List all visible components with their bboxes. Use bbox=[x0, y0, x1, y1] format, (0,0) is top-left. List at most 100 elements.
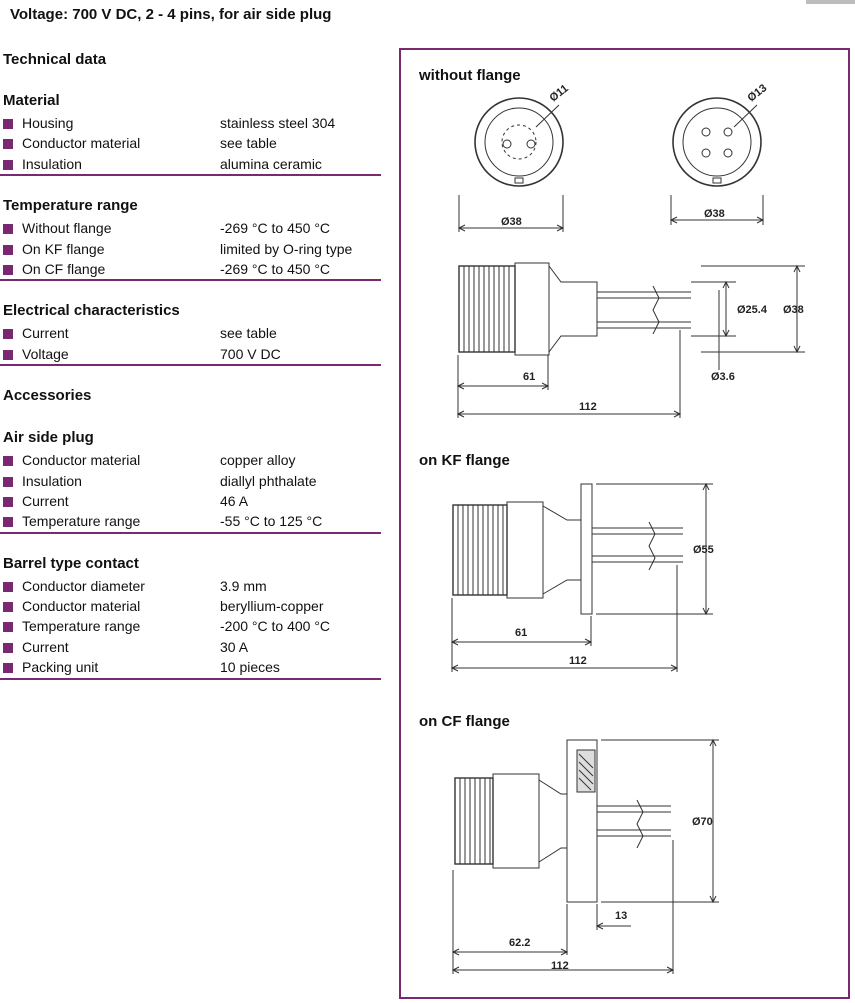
dim-d13: Ø13 bbox=[745, 82, 769, 104]
row-value: see table bbox=[220, 325, 277, 342]
table-row: Current see table bbox=[0, 323, 381, 343]
dim-d55: Ø55 bbox=[693, 544, 714, 556]
side-view-kf-flange bbox=[450, 482, 713, 672]
dim-d25-4: Ø25.4 bbox=[737, 304, 768, 316]
table-row: Temperature range -55 °C to 125 °C bbox=[0, 511, 381, 531]
row-label: Current bbox=[22, 325, 69, 342]
end-view-2-pin bbox=[457, 97, 565, 232]
section-material: Material Housing stainless steel 304 Cond… bbox=[0, 91, 381, 177]
bullet-icon bbox=[3, 456, 13, 467]
row-value: stainless steel 304 bbox=[220, 115, 336, 131]
bullet-icon bbox=[3, 663, 13, 674]
row-label: Current bbox=[22, 638, 69, 655]
row-label: Housing bbox=[22, 115, 74, 131]
row-label: Temperature range bbox=[22, 513, 141, 530]
heading-kf-flange: on KF flange bbox=[419, 452, 510, 469]
table-row: On CF flange-269 °C to 450 °C bbox=[0, 259, 381, 279]
bullet-icon bbox=[3, 622, 13, 633]
row-label: Voltage bbox=[22, 345, 69, 362]
table-row: Without flange -269 °C to 450 °C bbox=[0, 218, 381, 238]
table-row: Conductor diameter 3.9 mm bbox=[0, 576, 381, 596]
row-value: 46 A bbox=[220, 492, 249, 509]
table-row: Conductor material beryllium-copper bbox=[0, 596, 381, 616]
side-view-cf-flange bbox=[451, 738, 719, 974]
dim-cf-len-112: 112 bbox=[551, 960, 569, 972]
dim-d38-side: Ø38 bbox=[783, 304, 804, 316]
section-title: Air side plug bbox=[3, 429, 94, 447]
bullet-icon bbox=[3, 581, 13, 592]
row-label: Without flange bbox=[22, 220, 112, 237]
row-value: see table bbox=[220, 135, 277, 152]
row-label: Packing unit bbox=[22, 659, 99, 676]
table-row: Temperature range-200 °C to 400 °C bbox=[0, 616, 381, 636]
section-title: Accessories bbox=[3, 387, 92, 405]
table-row: Current 46 A bbox=[0, 491, 381, 511]
heading-without-flange: without flange bbox=[419, 67, 521, 84]
bullet-icon bbox=[3, 349, 13, 360]
bullet-icon bbox=[3, 517, 13, 528]
table-row: Housing stainless steel 304 bbox=[0, 113, 381, 133]
table-row: Packing unit 10 pieces bbox=[0, 657, 381, 677]
dim-len-112: 112 bbox=[579, 401, 597, 413]
technical-data-title: Technical data bbox=[3, 51, 107, 68]
row-value: -269 °C to 450 °C bbox=[220, 220, 331, 237]
row-value: 3.9 mm bbox=[220, 577, 267, 594]
row-value: diallyl phthalate bbox=[220, 472, 317, 489]
row-value: -55 °C to 125 °C bbox=[220, 513, 323, 530]
bullet-icon bbox=[3, 224, 13, 235]
corner-mark bbox=[806, 0, 855, 4]
dim-kf-len-112: 112 bbox=[569, 655, 587, 667]
row-label: Conductor material bbox=[22, 598, 141, 615]
section-temperature-range: Temperature range Without flange -269 °C … bbox=[0, 196, 381, 282]
row-label: Insulation bbox=[22, 155, 82, 172]
row-label: Conductor material bbox=[22, 452, 141, 469]
bullet-icon bbox=[3, 329, 13, 340]
section-accessories: Accessories bbox=[0, 386, 381, 406]
dim-cf-len-62-2: 62.2 bbox=[509, 937, 530, 949]
bullet-icon bbox=[3, 139, 13, 150]
section-barrel-type-contact: Barrel type contact Conductor diameter 3.… bbox=[0, 554, 381, 680]
bullet-icon bbox=[3, 244, 13, 255]
bullet-icon bbox=[3, 119, 13, 129]
bullet-icon bbox=[3, 642, 13, 653]
bullet-icon bbox=[3, 496, 13, 507]
dim-d38-end-2pin: Ø38 bbox=[501, 216, 522, 228]
row-value: limited by O-ring type bbox=[220, 240, 353, 257]
section-title: Material bbox=[3, 92, 60, 109]
dim-cf-len-13: 13 bbox=[615, 910, 627, 922]
bullet-icon bbox=[3, 264, 13, 275]
dim-len-61: 61 bbox=[523, 371, 535, 383]
dim-d11: Ø11 bbox=[547, 82, 570, 104]
row-value: beryllium-copper bbox=[220, 598, 324, 615]
row-label: Insulation bbox=[22, 472, 82, 489]
row-label: On CF flange bbox=[22, 260, 106, 277]
row-value: 10 pieces bbox=[220, 659, 280, 676]
bullet-icon bbox=[3, 476, 13, 487]
drawings-panel: without flange on KF flange on CF flange bbox=[399, 48, 850, 999]
section-title: Electrical characteristics bbox=[3, 302, 180, 320]
section-rows: Without flange -269 °C to 450 °C On KF fl… bbox=[0, 218, 381, 282]
section-title: Barrel type contact bbox=[3, 554, 139, 572]
end-view-4-pin bbox=[669, 97, 765, 225]
row-label: Conductor diameter bbox=[22, 577, 145, 594]
dim-d3-6: Ø3.6 bbox=[711, 371, 735, 383]
side-view-without-flange bbox=[456, 262, 805, 418]
bullet-icon bbox=[3, 602, 13, 613]
dim-d70: Ø70 bbox=[692, 816, 713, 828]
heading-cf-flange: on CF flange bbox=[419, 713, 510, 730]
section-rows: Housing stainless steel 304 Conductor mat… bbox=[0, 113, 381, 177]
row-label: Current bbox=[22, 492, 69, 509]
section-title: Temperature range bbox=[3, 197, 138, 215]
table-row: Conductor material see table bbox=[0, 133, 381, 153]
dim-d38-end-4pin: Ø38 bbox=[704, 208, 725, 220]
page-title: Voltage: 700 V DC, 2 - 4 pins, for air s… bbox=[10, 6, 332, 23]
section-rows: Conductor diameter 3.9 mm Conductor mater… bbox=[0, 576, 381, 680]
row-label: Conductor material bbox=[22, 135, 141, 152]
